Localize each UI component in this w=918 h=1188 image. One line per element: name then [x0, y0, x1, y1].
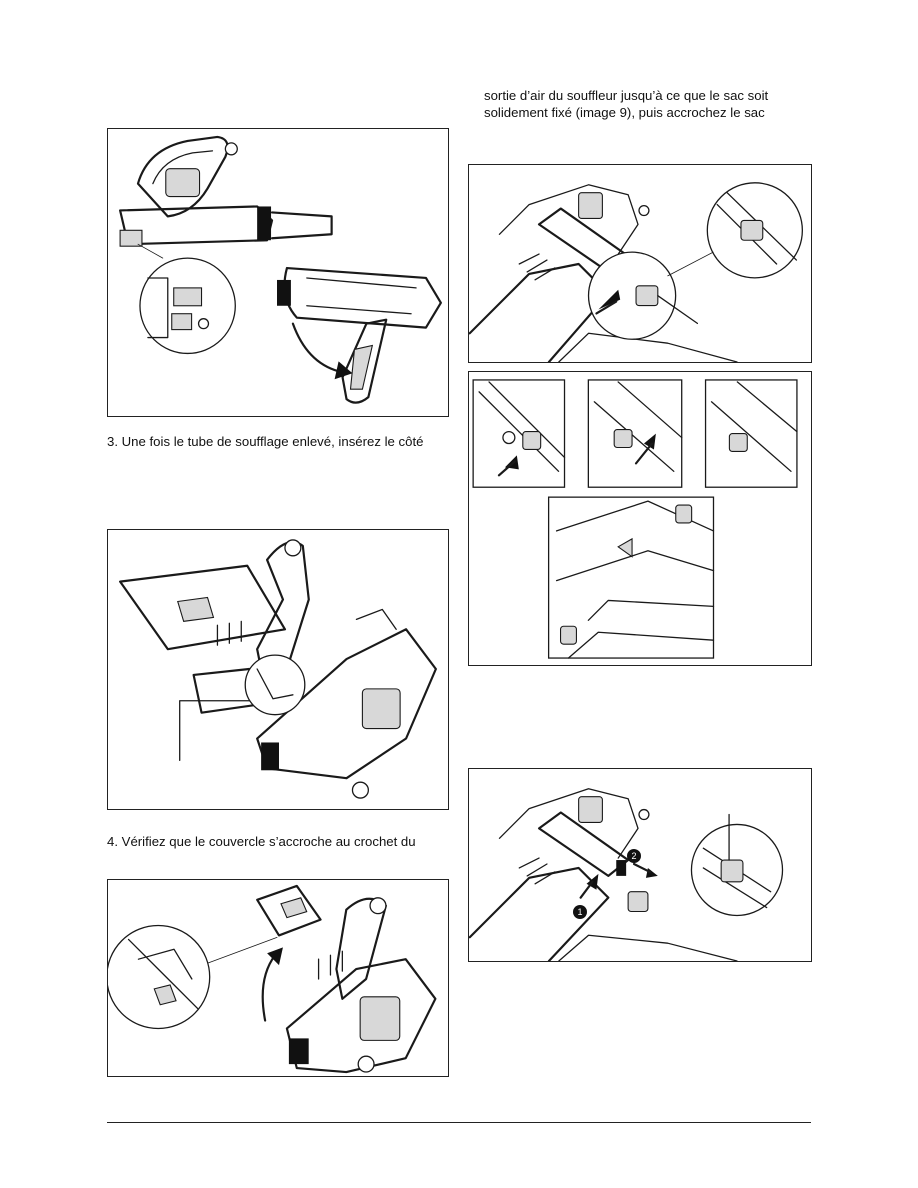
footer-rule — [107, 1122, 811, 1123]
text-step-3: 3. Une fois le tube de soufflage enlevé,… — [107, 434, 424, 449]
step-marker-2: 2 — [627, 849, 641, 863]
figure-bag-attach-steps: 2 1 — [468, 768, 812, 962]
figure-tube-removal — [107, 128, 449, 417]
illustration-bag-strap-sequence — [472, 379, 798, 659]
illustration-blower-tube-removal — [119, 135, 442, 404]
illustration-cover-hook — [119, 539, 437, 799]
illustration-bag-attach — [469, 182, 803, 362]
illustration-cover-closing — [108, 884, 437, 1074]
text-right-line-1: sortie d’air du souffleur jusqu’à ce que… — [484, 88, 769, 103]
figure-cover-closing — [107, 879, 449, 1077]
step-marker-1: 1 — [573, 905, 587, 919]
text-step-4: 4. Vérifiez que le couvercle s’accroche … — [107, 834, 416, 849]
text-right-line-2: solidement fixé (image 9), puis accroche… — [484, 105, 765, 120]
figure-cover-hook — [107, 529, 449, 810]
figure-bag-strap-sequence — [468, 371, 812, 666]
figure-bag-attach — [468, 164, 812, 363]
illustration-bag-attach-steps — [469, 788, 784, 961]
